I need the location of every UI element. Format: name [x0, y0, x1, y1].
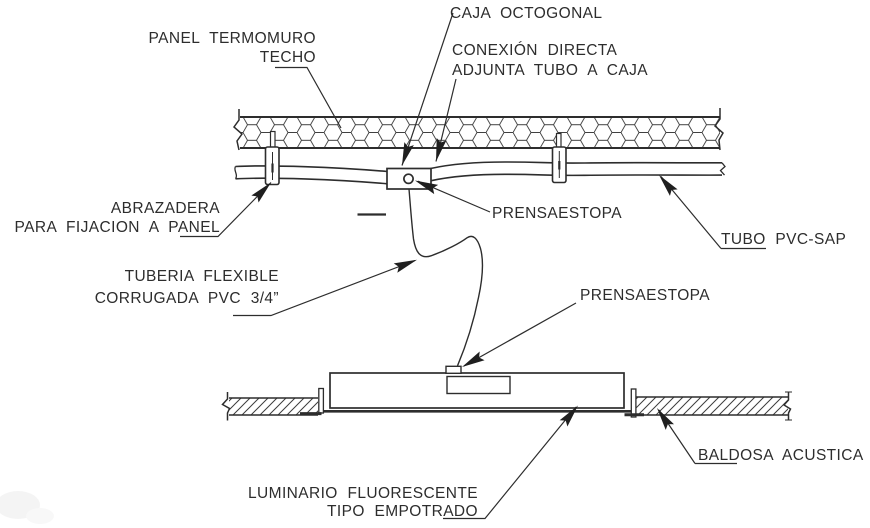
label-panel-termomuro-line2: TECHO: [260, 49, 316, 66]
leader-caja-octogonal: [401, 12, 454, 166]
fluorescent-luminaire: [321, 365, 631, 413]
clamp-right-bolt: [555, 132, 562, 149]
acoustic-tile-left: [221, 387, 325, 421]
label-abrazadera-line2: PARA FIJACION A PANEL: [15, 219, 220, 236]
label-tuberia-line1: TUBERIA FLEXIBLE: [125, 268, 279, 285]
tile-break-left: [221, 392, 231, 421]
leader-abrazadera: [180, 182, 272, 238]
leader-panel-termomuro: [275, 66, 342, 129]
clamp-right: [551, 132, 567, 184]
leader-prensaestopa-inferior: [463, 302, 577, 367]
tile-trim-right: [630, 388, 637, 418]
label-conexion-line1: CONEXIÓN DIRECTA: [452, 42, 618, 59]
label-luminario-line2: TIPO EMPOTRADO: [327, 503, 478, 520]
label-conexion-line2: ADJUNTA TUBO A CAJA: [452, 62, 648, 79]
labels: PANEL TERMOMURO TECHO CAJA OCTOGONAL CON…: [15, 5, 864, 520]
ballast-box: [446, 375, 511, 395]
pvc-sap-tube: [234, 161, 726, 185]
label-tuberia-line2: CORRUGADA PVC 3/4”: [95, 290, 279, 307]
label-abrazadera-line1: ABRAZADERA: [111, 200, 220, 217]
leader-lines: [180, 12, 766, 520]
gland-circle: [403, 173, 414, 185]
leader-luminario: [443, 406, 577, 520]
scan-smudge: [0, 491, 54, 524]
clamp-left-bolt: [269, 130, 276, 149]
tube-break-left: [234, 166, 238, 180]
arrow-prensaestopa-inferior: [459, 351, 485, 372]
cable-gland-connector: [445, 365, 462, 374]
thermal-roof-panel: [232, 108, 724, 151]
tile-break-right: [782, 392, 792, 420]
label-baldosa-acustica: BALDOSA ACUSTICA: [698, 447, 864, 464]
arrow-tuberia-flexible: [393, 255, 419, 273]
label-luminario-line1: LUMINARIO FLUORESCENTE: [248, 485, 478, 502]
panel-break-line-right: [713, 108, 724, 151]
label-prensaestopa-superior: PRENSAESTOPA: [492, 205, 622, 222]
label-panel-termomuro-line1: PANEL TERMOMURO: [149, 30, 316, 47]
panel-break-line-left: [232, 109, 244, 151]
label-caja-octogonal: CAJA OCTOGONAL: [450, 5, 602, 22]
label-tubo-pvc: TUBO PVC-SAP: [721, 231, 846, 248]
leader-tuberia-flexible: [233, 259, 416, 317]
tile-trim-left: [318, 387, 325, 414]
panel-foam-hatch: [240, 117, 720, 148]
flexible-conduit: [408, 188, 484, 367]
label-prensaestopa-inferior: PRENSAESTOPA: [580, 287, 710, 304]
acoustic-tile-right: [624, 388, 792, 421]
tube-break-right: [719, 162, 726, 176]
clamp-left: [264, 130, 280, 186]
